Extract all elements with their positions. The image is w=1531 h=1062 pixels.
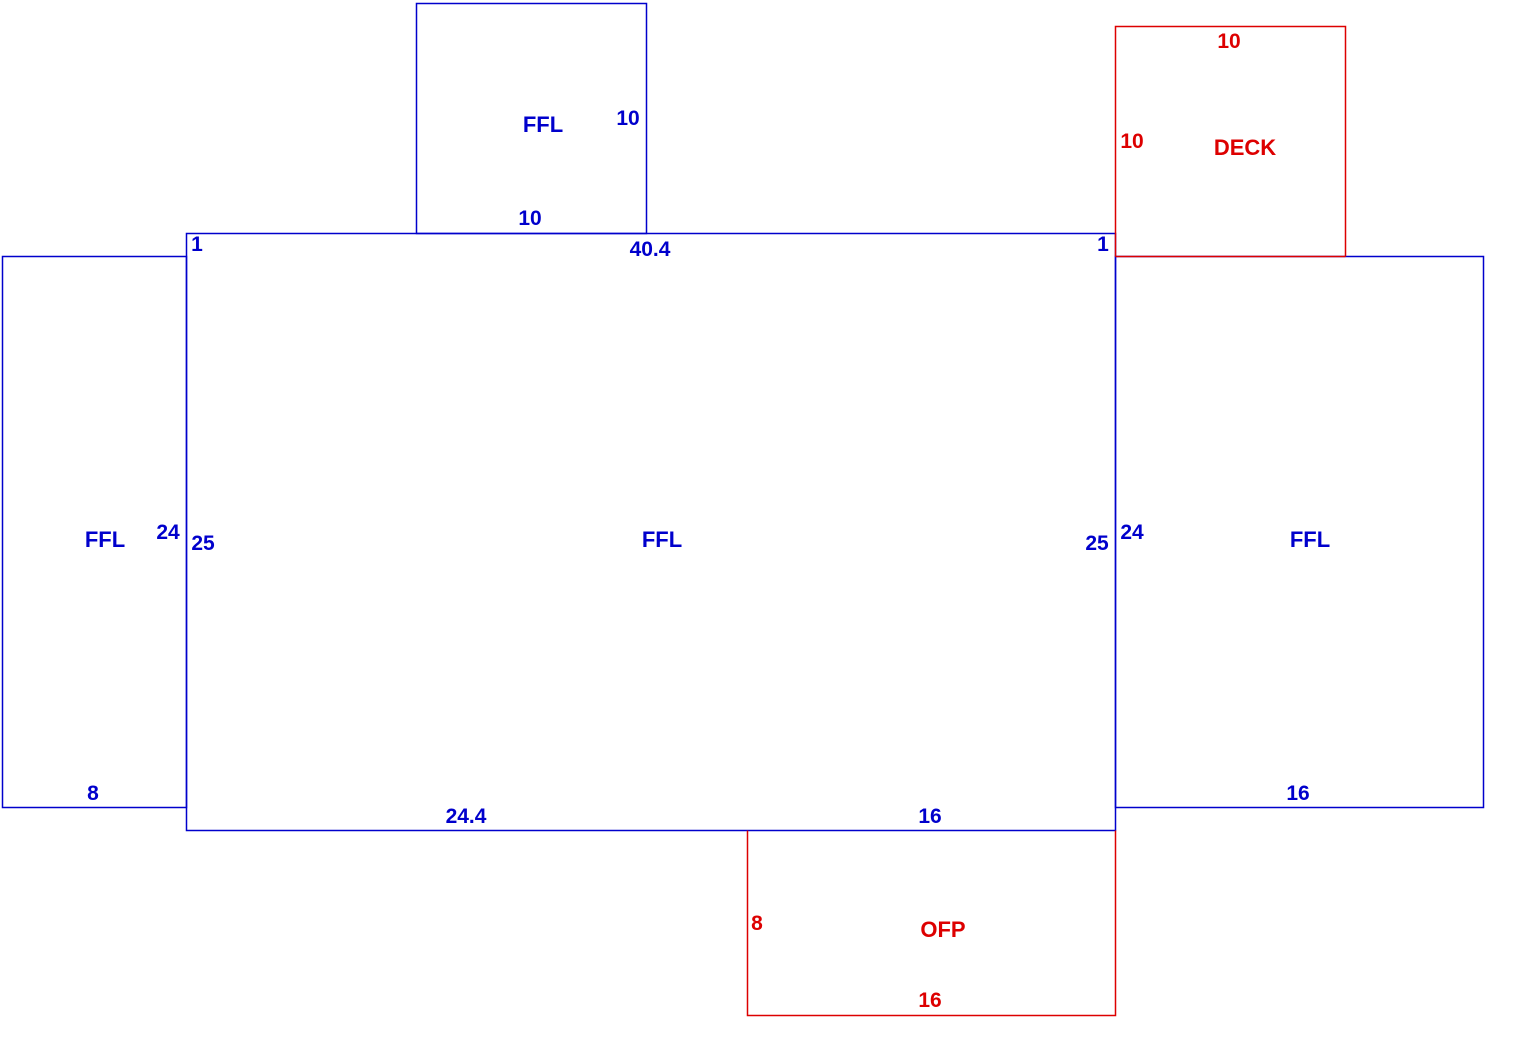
right-width-dimension: 16 (1286, 782, 1309, 805)
top-depth-dimension: 10 (616, 107, 639, 130)
main-bottom-right-dimension: 16 (918, 805, 941, 828)
top-area-label: FFL (523, 112, 563, 137)
main-area-label: FFL (642, 527, 682, 552)
main-bottom-left-dimension: 24.4 (446, 805, 487, 828)
right-depth-dimension: 24 (1120, 521, 1144, 544)
porch-depth-dimension: 8 (751, 912, 763, 935)
porch-width-dimension: 16 (918, 989, 941, 1012)
porch-label: OFP (920, 917, 965, 942)
porch-outline (746, 830, 1117, 1017)
deck-label: DECK (1214, 135, 1276, 160)
left-depth-dimension: 24 (156, 521, 180, 544)
deck-outline (1114, 25, 1347, 257)
top-ffl-outline (415, 2, 648, 235)
main-top-left-offset: 1 (191, 233, 203, 256)
left-ffl-outline (1, 255, 188, 809)
exterior-areas (746, 25, 1347, 1017)
right-area-label: FFL (1290, 527, 1330, 552)
deck-depth-dimension: 10 (1120, 130, 1143, 153)
main-top-right-offset: 1 (1097, 233, 1109, 256)
deck-width-dimension: 10 (1217, 30, 1240, 53)
left-width-dimension: 8 (87, 782, 99, 805)
top-width-dimension: 10 (518, 207, 541, 230)
main-right-dimension: 25 (1085, 532, 1109, 555)
left-area-label: FFL (85, 527, 125, 552)
main-left-dimension: 25 (191, 532, 215, 555)
main-top-dimension: 40.4 (630, 238, 671, 261)
living-areas (1, 2, 1485, 832)
